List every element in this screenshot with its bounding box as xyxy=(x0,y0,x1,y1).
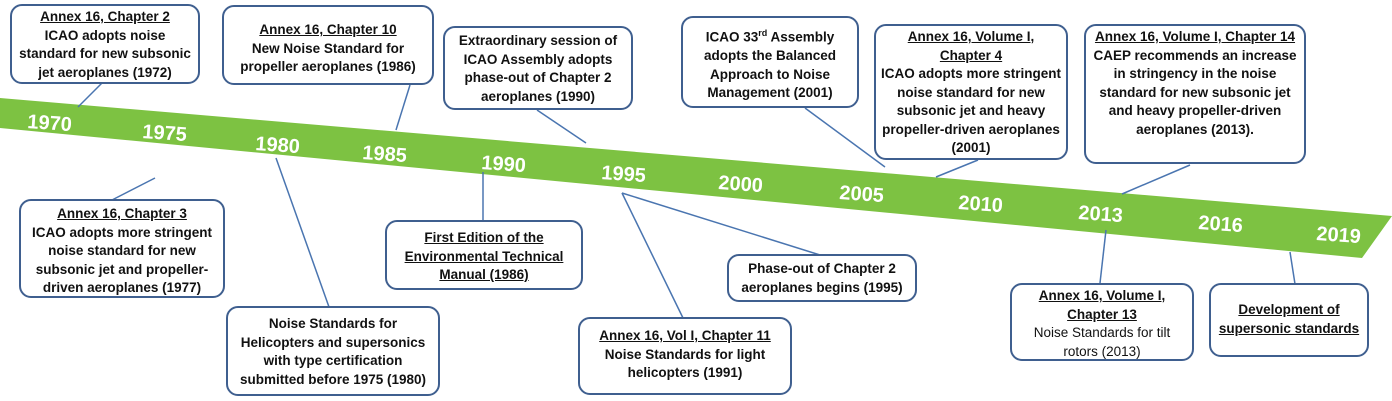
event-helicopters-supersonics: Noise Standards for Helicopters and supe… xyxy=(226,306,440,396)
year-label-2005: 2005 xyxy=(839,182,885,207)
event-environmental-technical-manual: First Edition of the Environmental Techn… xyxy=(385,220,583,290)
event-annex16-vol1-chapter14: Annex 16, Volume I, Chapter 14 CAEP reco… xyxy=(1084,24,1306,164)
event-heading: Annex 16, Volume I, Chapter 13 xyxy=(1038,288,1166,322)
event-heading: Annex 16, Vol I, Chapter 11 xyxy=(599,328,771,343)
connector-chapter10 xyxy=(395,84,411,131)
event-heading: First Edition of the Environmental Techn… xyxy=(404,230,564,282)
connector-supersonic xyxy=(1289,251,1296,285)
connector-extraordinary xyxy=(536,109,587,144)
event-supersonic-standards: Development of supersonic standards xyxy=(1209,283,1369,357)
event-annex16-chapter10: Annex 16, Chapter 10 New Noise Standard … xyxy=(222,5,434,85)
event-description: Noise Standards for light helicopters (1… xyxy=(604,346,766,381)
connector-assembly33 xyxy=(804,107,886,168)
year-label-2000: 2000 xyxy=(718,172,764,197)
event-description: New Noise Standard for propeller aeropla… xyxy=(240,40,416,75)
event-description: ICAO adopts more stringent noise standar… xyxy=(31,224,212,296)
year-label-1995: 1995 xyxy=(601,162,647,187)
event-description: Extraordinary session of ICAO Assembly a… xyxy=(458,33,618,104)
year-label-2010: 2010 xyxy=(958,192,1004,217)
event-annex16-vol1-chapter4: Annex 16, Volume I, Chapter 4 ICAO adopt… xyxy=(874,24,1068,160)
event-heading: Annex 16, Chapter 2 xyxy=(40,9,170,24)
connector-helicopters xyxy=(275,157,330,308)
event-heading: Development of supersonic standards xyxy=(1218,302,1360,336)
event-description: Phase-out of Chapter 2 aeroplanes begins… xyxy=(741,261,903,295)
event-description: Noise Standards for Helicopters and supe… xyxy=(239,316,427,387)
year-label-2019: 2019 xyxy=(1316,223,1362,248)
connector-chapter13 xyxy=(1099,229,1107,284)
year-label-1970: 1970 xyxy=(27,111,73,136)
connector-chapter11 xyxy=(621,192,684,319)
event-heading: Annex 16, Volume I, Chapter 4 xyxy=(907,29,1035,63)
event-extraordinary-session: Extraordinary session of ICAO Assembly a… xyxy=(443,26,633,110)
connector-chapter4 xyxy=(935,159,979,178)
event-annex16-vol1-chapter11: Annex 16, Vol I, Chapter 11 Noise Standa… xyxy=(578,317,792,395)
year-label-1990: 1990 xyxy=(481,152,527,177)
year-label-1980: 1980 xyxy=(255,133,301,158)
event-description: ICAO 33rd Assembly adopts the Balanced A… xyxy=(703,28,837,100)
connector-chapter14 xyxy=(1121,164,1191,195)
event-description: ICAO adopts noise standard for new subso… xyxy=(19,27,191,80)
event-icao-33rd-assembly: ICAO 33rd Assembly adopts the Balanced A… xyxy=(681,16,859,108)
event-description: ICAO adopts more stringent noise standar… xyxy=(881,66,1062,155)
event-heading: Annex 16, Chapter 3 xyxy=(57,206,187,221)
year-label-2013: 2013 xyxy=(1078,202,1124,227)
year-label-2016: 2016 xyxy=(1198,212,1244,237)
connector-phaseout xyxy=(621,192,821,256)
event-heading: Annex 16, Chapter 10 xyxy=(259,22,397,37)
timeline-band xyxy=(0,98,1392,258)
event-annex16-vol1-chapter13: Annex 16, Volume I, Chapter 13 Noise Sta… xyxy=(1010,283,1194,361)
event-annex16-chapter2: Annex 16, Chapter 2 ICAO adopts noise st… xyxy=(10,4,200,84)
connector-chapter3 xyxy=(111,177,156,201)
event-heading: Annex 16, Volume I, Chapter 14 xyxy=(1094,29,1296,44)
event-description: Noise Standards for tilt rotors (2013) xyxy=(1033,325,1171,359)
year-label-1985: 1985 xyxy=(362,142,408,167)
event-annex16-chapter3: Annex 16, Chapter 3 ICAO adopts more str… xyxy=(19,199,225,298)
connector-chapter2 xyxy=(77,81,104,108)
year-label-1975: 1975 xyxy=(142,121,188,146)
event-phase-out-chapter2: Phase-out of Chapter 2 aeroplanes begins… xyxy=(727,254,917,302)
event-description: CAEP recommends an increase in stringenc… xyxy=(1093,47,1297,137)
